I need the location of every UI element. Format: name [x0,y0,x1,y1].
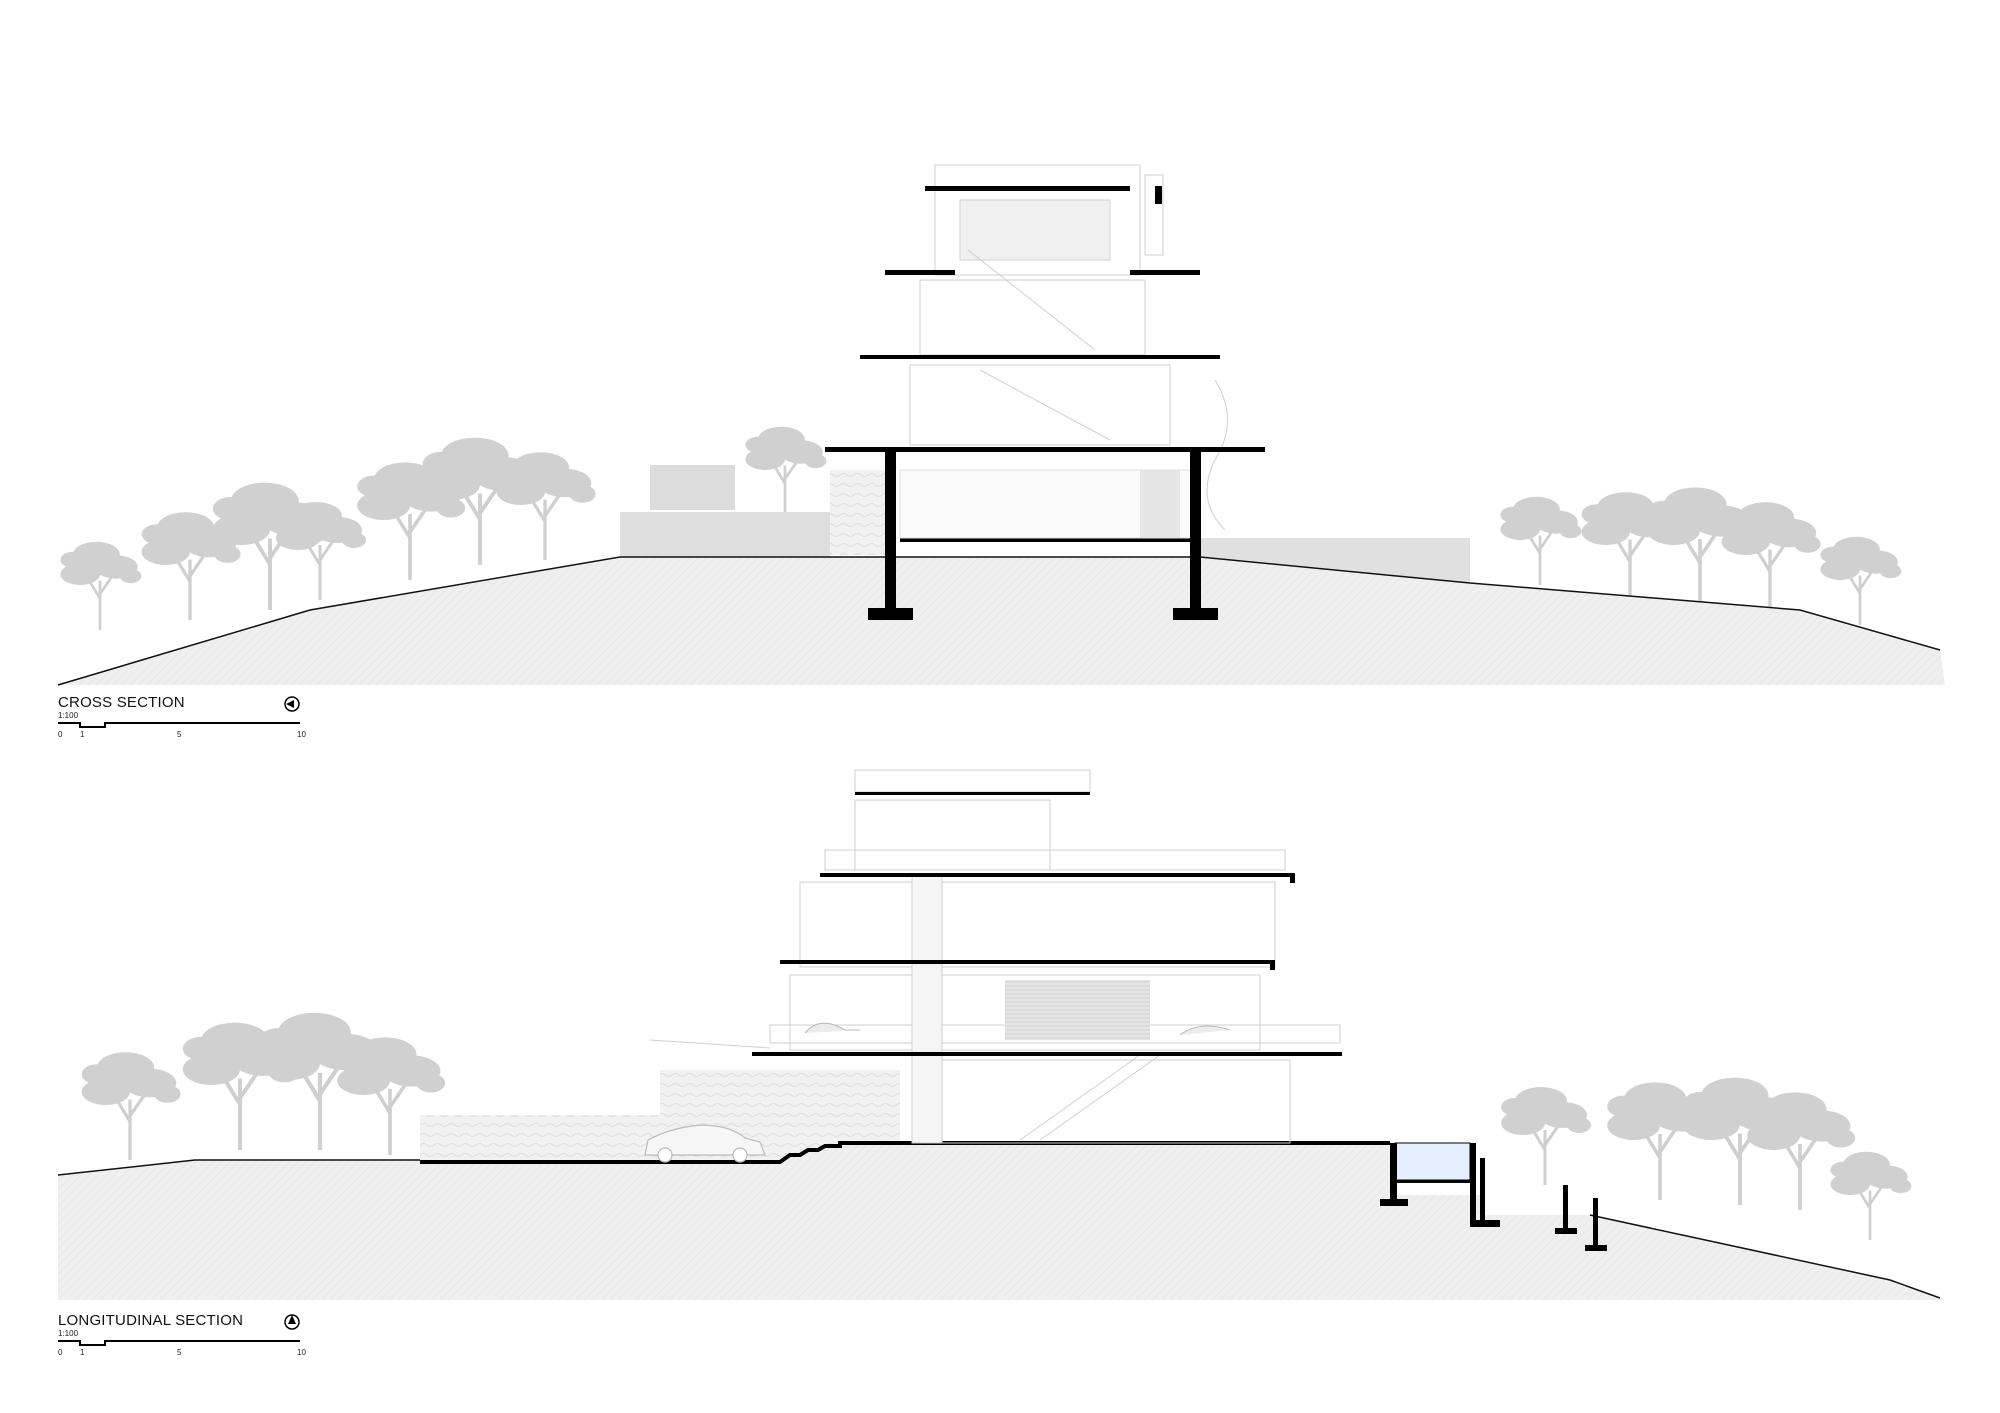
ground-line-long-left [57,1159,420,1176]
scale-tick-1: 1 [80,730,85,739]
longitudinal-section-drawing [57,769,1945,1300]
driveway-slab [420,1141,1390,1164]
scale-tick-5: 5 [177,1348,182,1357]
section-title: LONGITUDINAL SECTION [58,1312,243,1329]
scale-ratio: 1:100 [58,711,79,720]
longitudinal-title-block: LONGITUDINAL SECTION 1:100 0 1 5 10 [58,1312,306,1357]
scale-tick-10: 10 [297,1348,306,1357]
ground-line-long-right [1589,1214,1941,1299]
scale-bar: 0 1 5 10 [58,722,306,739]
building-upper-long [649,769,1341,1144]
cross-title-block: CROSS SECTION 1:100 0 1 5 10 [58,694,306,739]
stone-wall-left [420,1115,660,1165]
neighbor-block [650,465,735,510]
terrain-long [58,1143,1945,1300]
terrain-cross [58,557,1945,685]
pool-water [1394,1142,1471,1181]
section-title: CROSS SECTION [58,694,185,711]
scale-bar: 0 1 5 10 [58,1340,306,1357]
slabs-cross [825,186,1265,542]
scale-tick-5: 5 [177,730,182,739]
scale-tick-0: 0 [58,730,63,739]
stone-wall-cross [830,470,890,555]
building-upper-cross [909,164,1228,531]
glass-door [1140,470,1180,538]
north-arrow-west-icon [284,696,300,712]
retaining-wall-left [620,512,830,557]
cross-section-drawing [57,164,1945,686]
scale-ratio: 1:100 [58,1329,79,1338]
lounge-sofa-icon [1179,1025,1231,1036]
scale-tick-0: 0 [58,1348,63,1357]
scale-tick-1: 1 [80,1348,85,1357]
slabs-long [752,792,1342,1056]
screen-facade [1005,980,1150,1040]
lounge-chair-icon [804,1022,860,1034]
stair-core [911,874,943,1144]
north-arrow-north-icon [284,1314,300,1330]
columns-cross [868,447,1218,620]
pool-structure [1380,1143,1607,1251]
scale-tick-10: 10 [297,730,306,739]
car-icon [644,1124,766,1163]
trees-left-long [79,1013,447,1162]
